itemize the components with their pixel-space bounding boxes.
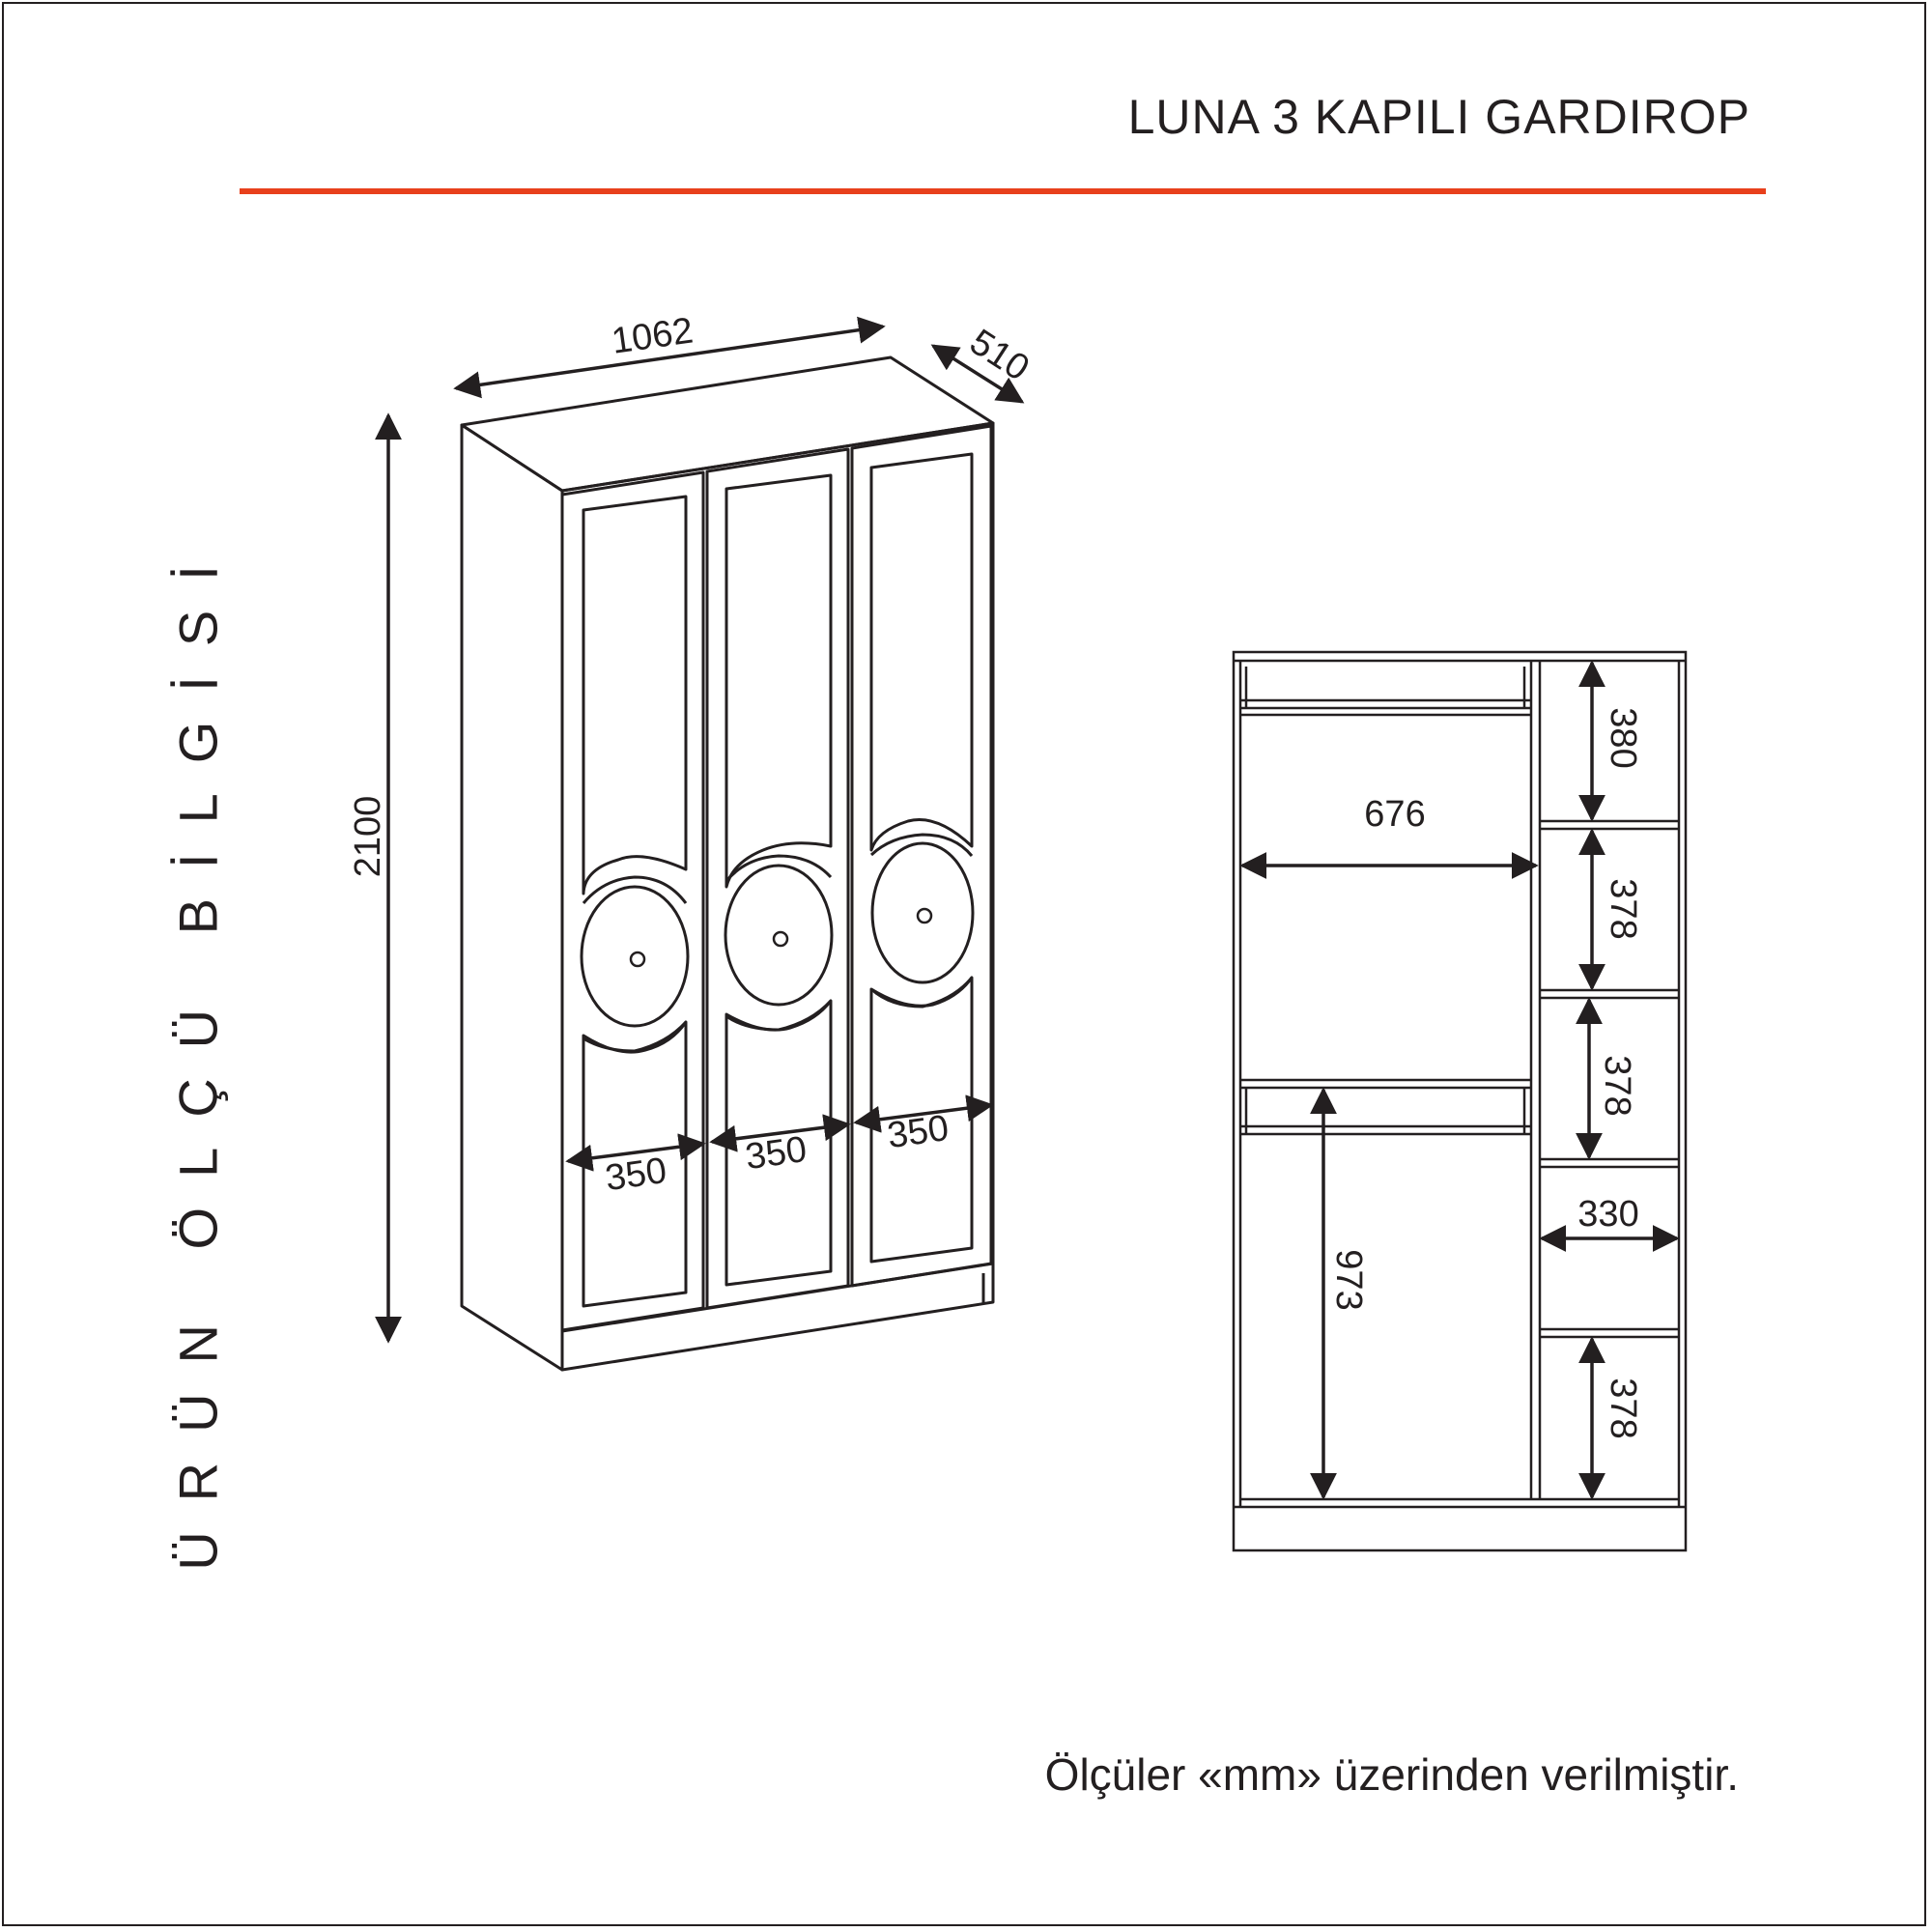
door-middle-width-arrow bbox=[709, 1114, 851, 1152]
door-left-medallion bbox=[580, 885, 690, 1028]
wardrobe-front-face bbox=[560, 421, 995, 1372]
shelf-3-height-label: 378 bbox=[1597, 1055, 1637, 1116]
depth-arrow bbox=[930, 344, 1025, 404]
door-middle-upper-panel bbox=[724, 473, 833, 889]
door-knobs bbox=[629, 907, 933, 968]
depth-label: 510 bbox=[963, 322, 1037, 389]
shelf-width-label: 330 bbox=[1577, 1194, 1638, 1235]
units-footnote: Ölçüler «mm» üzerinden verilmiştir. bbox=[1044, 1749, 1739, 1800]
shelf-4-height-label: 378 bbox=[1603, 1378, 1643, 1438]
door-right-width-arrow bbox=[853, 1094, 994, 1133]
wardrobe-front-view bbox=[460, 355, 995, 1372]
door-left-upper-panel bbox=[582, 495, 688, 895]
title-underline bbox=[240, 188, 1766, 194]
door-right-upper-panel bbox=[869, 452, 974, 852]
wardrobe-interior-view bbox=[1232, 650, 1688, 1552]
door-left-width-arrow bbox=[565, 1133, 706, 1172]
door-right-lower-panel bbox=[869, 976, 974, 1264]
hanging-height-label: 973 bbox=[1328, 1249, 1369, 1310]
door-left bbox=[560, 470, 705, 1332]
knob-middle-icon bbox=[772, 930, 789, 948]
interior-dimension-arrows bbox=[1239, 660, 1680, 1500]
hanging-width-label: 676 bbox=[1364, 794, 1425, 835]
door-right-medallion bbox=[870, 841, 975, 984]
door-left-width-label: 350 bbox=[603, 1151, 669, 1199]
door-middle-width-label: 350 bbox=[743, 1129, 810, 1178]
door-middle bbox=[705, 447, 850, 1310]
knob-right-icon bbox=[916, 907, 933, 924]
door-right-width-label: 350 bbox=[885, 1108, 952, 1156]
product-title: LUNA 3 KAPILI GARDIROP bbox=[1127, 90, 1750, 144]
shelf-1-height-label: 380 bbox=[1603, 707, 1643, 768]
shelf-2-height-label: 378 bbox=[1603, 878, 1643, 939]
door-right bbox=[850, 424, 993, 1288]
knob-left-icon bbox=[629, 951, 646, 968]
width-arrow bbox=[453, 316, 886, 399]
door-middle-lower-panel bbox=[724, 999, 833, 1287]
height-label: 2100 bbox=[348, 796, 388, 878]
front-dimension-arrows bbox=[375, 316, 1025, 1344]
door-middle-medallion bbox=[724, 864, 834, 1007]
door-left-lower-panel bbox=[582, 1020, 688, 1308]
interior-outer-frame bbox=[1232, 650, 1688, 1552]
wardrobe-side-face bbox=[460, 423, 564, 1372]
